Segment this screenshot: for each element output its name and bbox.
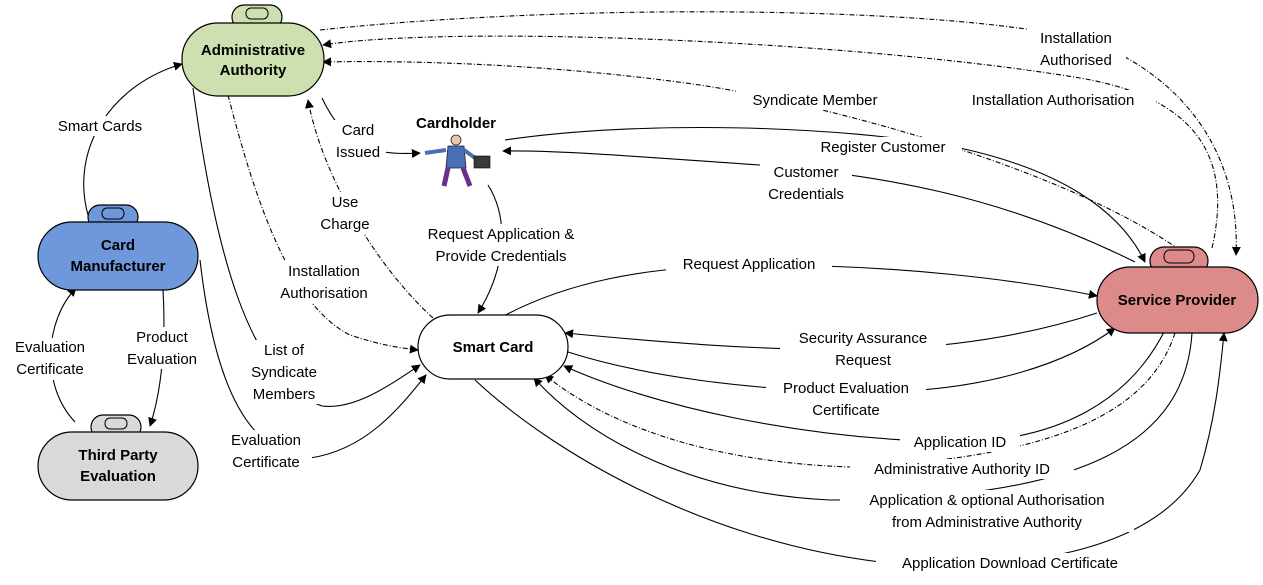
label-admin-authority-id: Administrative Authority ID <box>874 461 1050 478</box>
node-tab-service-provider-inner <box>1163 249 1195 264</box>
label-syndicate-member: Syndicate Member <box>752 92 877 109</box>
label-list-syndicate-3: Members <box>253 386 316 403</box>
label-use-charge-2: Charge <box>320 216 369 233</box>
label-card-issued-1: Card <box>342 122 375 139</box>
label-product-eval-cert-1: Product Evaluation <box>783 380 909 397</box>
node-label-admin-line1: Administrative <box>201 42 305 59</box>
edge-smart-cards <box>83 61 183 216</box>
label-app-optional-auth-1: Application & optional Authorisation <box>869 492 1104 509</box>
node-label-third-party-line1: Third Party <box>78 447 158 464</box>
label-request-application: Request Application <box>683 256 816 273</box>
label-request-provide-2: Provide Credentials <box>436 248 567 265</box>
node-label-cardholder: Cardholder <box>416 115 496 132</box>
label-app-optional-auth-2: from Administrative Authority <box>892 514 1083 531</box>
label-register-customer: Register Customer <box>820 139 945 156</box>
label-eval-cert-left-1: Evaluation <box>15 339 85 356</box>
label-security-assurance-2: Request <box>835 352 892 369</box>
label-application-id: Application ID <box>914 434 1007 451</box>
label-use-charge-1: Use <box>332 194 359 211</box>
label-list-syndicate-2: Syndicate <box>251 364 317 381</box>
label-security-assurance-1: Security Assurance <box>799 330 927 347</box>
node-label-smart-card: Smart Card <box>453 339 534 356</box>
node-label-manufacturer-line1: Card <box>101 237 135 254</box>
node-tab-admin-inner <box>245 7 269 20</box>
node-smart-card: Smart Card <box>417 314 569 380</box>
label-install-auth-left-1: Installation <box>288 263 360 280</box>
node-cardholder: Cardholder <box>416 115 496 187</box>
label-customer-credentials-1: Customer <box>773 164 838 181</box>
node-body-service-provider <box>1096 266 1259 334</box>
edge-use-charge <box>305 99 434 319</box>
node-label-manufacturer-line2: Manufacturer <box>70 258 165 275</box>
node-card-manufacturer: Card Manufacturer <box>37 204 199 291</box>
label-request-provide-1: Request Application & <box>428 226 575 243</box>
label-product-eval-1: Product <box>136 329 189 346</box>
label-list-syndicate-1: List of <box>264 342 305 359</box>
node-body-third-party <box>37 431 199 501</box>
node-body-manufacturer <box>37 221 199 291</box>
edge-syndicate-member <box>322 57 1181 251</box>
edge-labels: Smart Cards Evaluation Certificate Produ… <box>4 28 1156 573</box>
label-product-eval-cert-2: Certificate <box>812 402 880 419</box>
node-label-admin-line2: Authority <box>220 62 287 79</box>
label-eval-cert-bottom-1: Evaluation <box>231 432 301 449</box>
node-third-party-evaluation: Third Party Evaluation <box>37 414 199 501</box>
label-product-eval-2: Evaluation <box>127 351 197 368</box>
node-label-service-provider: Service Provider <box>1118 292 1237 309</box>
label-installation-authorisation: Installation Authorisation <box>972 92 1135 109</box>
label-installation-authorised-1: Installation <box>1040 30 1112 47</box>
label-card-issued-2: Issued <box>336 144 380 161</box>
node-body-admin <box>181 22 325 97</box>
label-eval-cert-bottom-2: Certificate <box>232 454 300 471</box>
label-smart-cards: Smart Cards <box>58 118 142 135</box>
label-install-auth-left-2: Authorisation <box>280 285 368 302</box>
node-service-provider: Service Provider <box>1096 246 1259 334</box>
node-administrative-authority: Administrative Authority <box>181 4 325 97</box>
label-installation-authorised-2: Authorised <box>1040 52 1112 69</box>
label-app-download-cert: Application Download Certificate <box>902 555 1118 572</box>
node-tab-manufacturer-inner <box>101 207 125 220</box>
label-eval-cert-left-2: Certificate <box>16 361 84 378</box>
person-icon <box>424 134 491 187</box>
edge-installation-authorisation <box>322 35 1219 249</box>
node-tab-third-party-inner <box>104 417 128 430</box>
node-body-smart-card <box>417 314 569 380</box>
node-label-third-party-line2: Evaluation <box>80 468 156 485</box>
label-customer-credentials-2: Credentials <box>768 186 844 203</box>
